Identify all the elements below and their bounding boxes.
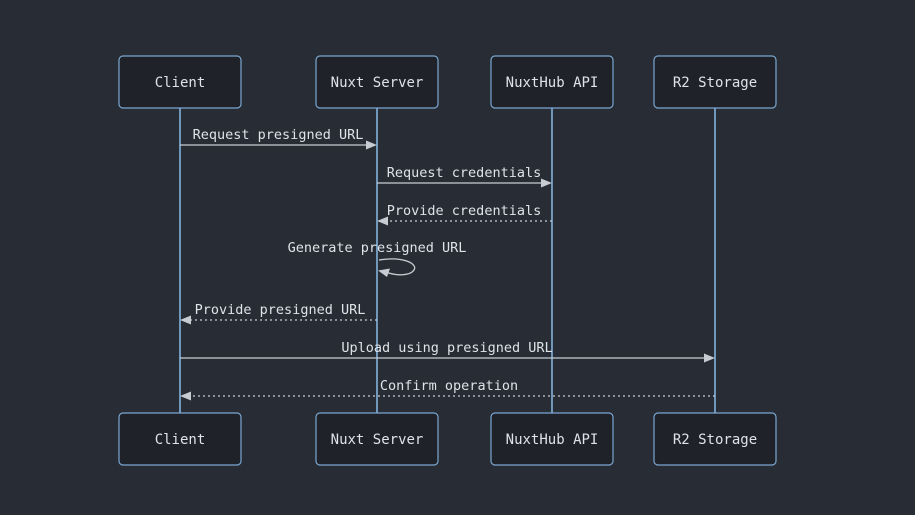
actor-label-nuxthub-api-top: NuxtHub API [506, 75, 599, 91]
message-upload-using-presigned-url[interactable]: Upload using presigned URL [180, 340, 715, 363]
actor-box-nuxt-server-top[interactable]: Nuxt Server [315, 55, 439, 109]
arrowhead-left-icon [377, 216, 388, 226]
message-label-confirm-operation: Confirm operation [380, 378, 518, 394]
actor-box-client-bottom[interactable]: Client [118, 412, 242, 466]
actor-box-nuxthub-api-bottom[interactable]: NuxtHub API [490, 412, 614, 466]
message-request-presigned-url[interactable]: Request presigned URL [180, 127, 377, 150]
top-actor-boxes: Client Nuxt Server NuxtHub API R2 Storag… [118, 55, 777, 109]
message-label-upload-using-presigned-url: Upload using presigned URL [341, 340, 552, 356]
message-label-provide-presigned-url: Provide presigned URL [195, 302, 366, 318]
arrowhead-right-icon [704, 353, 715, 363]
actor-box-client-top-rect[interactable] [118, 55, 242, 109]
message-self-loop-generate-presigned-url[interactable] [378, 258, 416, 276]
actor-box-nuxt-server-bottom-rect[interactable] [315, 412, 439, 466]
actor-label-nuxthub-api-bottom: NuxtHub API [506, 432, 599, 448]
actor-box-r2-storage-bottom[interactable]: R2 Storage [653, 412, 777, 466]
arrowhead-left-icon [378, 268, 390, 277]
message-label-generate-presigned-url: Generate presigned URL [288, 240, 467, 256]
message-label-provide-credentials: Provide credentials [387, 203, 541, 219]
message-request-credentials[interactable]: Request credentials [377, 165, 552, 188]
message-generate-presigned-url[interactable]: Generate presigned URL [288, 240, 467, 277]
arrowhead-right-icon [366, 140, 377, 150]
bottom-actor-boxes: Client Nuxt Server NuxtHub API R2 Storag… [118, 412, 777, 466]
actor-box-nuxthub-api-bottom-rect[interactable] [490, 412, 614, 466]
arrowhead-left-icon [180, 315, 191, 325]
arrowhead-left-icon [180, 391, 191, 401]
message-confirm-operation[interactable]: Confirm operation [180, 378, 715, 401]
actor-label-r2-storage-top: R2 Storage [673, 75, 757, 91]
actor-label-nuxt-server-top: Nuxt Server [331, 75, 424, 91]
actor-box-client-bottom-rect[interactable] [118, 412, 242, 466]
message-provide-credentials[interactable]: Provide credentials [377, 203, 552, 226]
actor-box-nuxthub-api-top[interactable]: NuxtHub API [490, 55, 614, 109]
actor-box-r2-storage-top[interactable]: R2 Storage [653, 55, 777, 109]
message-label-request-credentials: Request credentials [387, 165, 541, 181]
actor-box-client-top[interactable]: Client [118, 55, 242, 109]
actor-label-nuxt-server-bottom: Nuxt Server [331, 432, 424, 448]
arrowhead-right-icon [541, 178, 552, 188]
actor-box-r2-storage-top-rect[interactable] [653, 55, 777, 109]
message-label-request-presigned-url: Request presigned URL [193, 127, 364, 143]
actor-label-r2-storage-bottom: R2 Storage [673, 432, 757, 448]
message-provide-presigned-url[interactable]: Provide presigned URL [180, 302, 377, 325]
actor-box-nuxthub-api-top-rect[interactable] [490, 55, 614, 109]
actor-box-nuxt-server-bottom[interactable]: Nuxt Server [315, 412, 439, 466]
actor-box-nuxt-server-top-rect[interactable] [315, 55, 439, 109]
lifelines-group [179, 108, 716, 413]
actor-label-client-top: Client [155, 75, 206, 91]
actor-box-r2-storage-bottom-rect[interactable] [653, 412, 777, 466]
actor-label-client-bottom: Client [155, 432, 206, 448]
